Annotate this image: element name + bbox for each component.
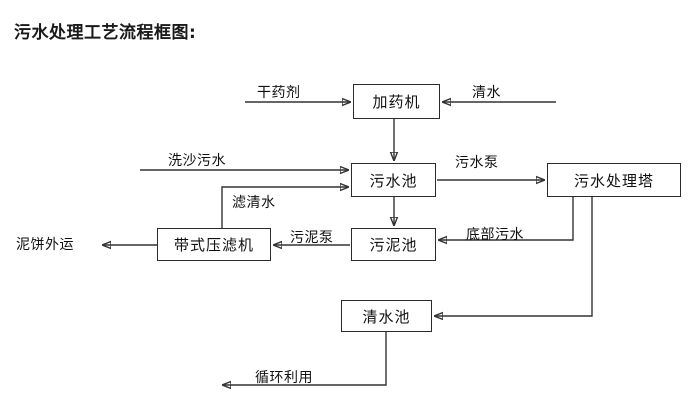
edge-tower-to-clean-water-pool	[435, 197, 593, 316]
node-clean-water-pool[interactable]: 清水池	[341, 300, 432, 332]
label-clear-water: 清水	[472, 85, 501, 101]
label-sewage-pump: 污水泵	[455, 155, 499, 171]
node-dosing-machine[interactable]: 加药机	[353, 84, 440, 119]
label-sludge-pump: 污泥泵	[290, 230, 334, 246]
node-treatment-tower[interactable]: 污水处理塔	[547, 163, 681, 197]
label-recycle-reuse: 循环利用	[255, 370, 313, 386]
label-bottom-sewage: 底部污水	[466, 227, 524, 243]
label-mud-cake-transport: 泥饼外运	[16, 237, 74, 253]
node-sewage-pool[interactable]: 污水池	[351, 163, 436, 197]
label-filtrate-water: 滤清水	[232, 195, 276, 211]
page-title: 污水处理工艺流程框图:	[14, 23, 197, 43]
label-sand-wash-sewage: 洗沙污水	[168, 153, 226, 169]
node-belt-filter-press[interactable]: 带式压滤机	[157, 228, 271, 261]
label-dry-reagent: 干药剂	[257, 85, 301, 101]
node-sludge-pool[interactable]: 污泥池	[351, 228, 436, 261]
